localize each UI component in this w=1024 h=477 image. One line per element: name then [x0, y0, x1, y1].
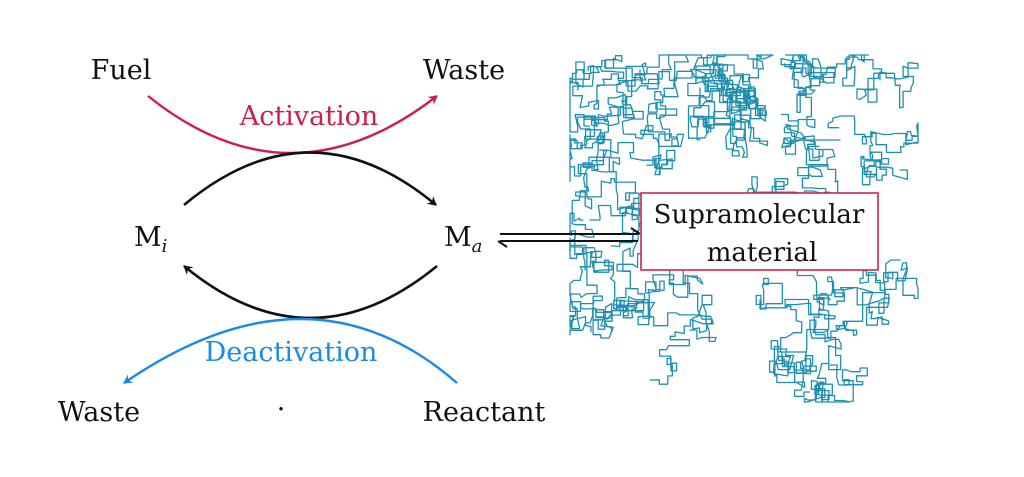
material-box-line2: material — [707, 238, 818, 268]
waste-bottom-label: Waste — [58, 397, 140, 428]
activation-label: Activation — [239, 101, 379, 132]
supramolecular-material-box — [640, 192, 879, 271]
network-strand — [760, 248, 891, 326]
activation-cycle-arrow — [183, 151, 437, 206]
deactivation-arrow — [123, 317, 458, 384]
m-active-label: Ma — [444, 222, 482, 257]
network-strand — [583, 54, 693, 176]
network-strand — [569, 116, 639, 248]
network-strand — [579, 141, 676, 242]
deactivation-label: Deactivation — [205, 337, 378, 368]
network-strand — [783, 54, 919, 109]
equilibrium-arrow — [497, 227, 641, 248]
network-strand — [780, 54, 835, 155]
network-strand — [569, 237, 645, 339]
network-strand — [687, 57, 765, 145]
fuel-label: Fuel — [91, 55, 152, 86]
network-strand — [809, 259, 919, 401]
network-strand — [569, 61, 604, 256]
waste-top-label: Waste — [423, 55, 505, 86]
material-box-line1: Supramolecular — [654, 200, 865, 230]
network-strand — [701, 74, 769, 157]
network-strand — [827, 115, 919, 186]
m-inactive-label: Mi — [134, 222, 167, 257]
deactivation-cycle-arrow — [183, 264, 438, 320]
reactant-label: Reactant — [423, 397, 546, 428]
network-strand — [755, 277, 837, 398]
separator-dot: · — [277, 394, 286, 425]
